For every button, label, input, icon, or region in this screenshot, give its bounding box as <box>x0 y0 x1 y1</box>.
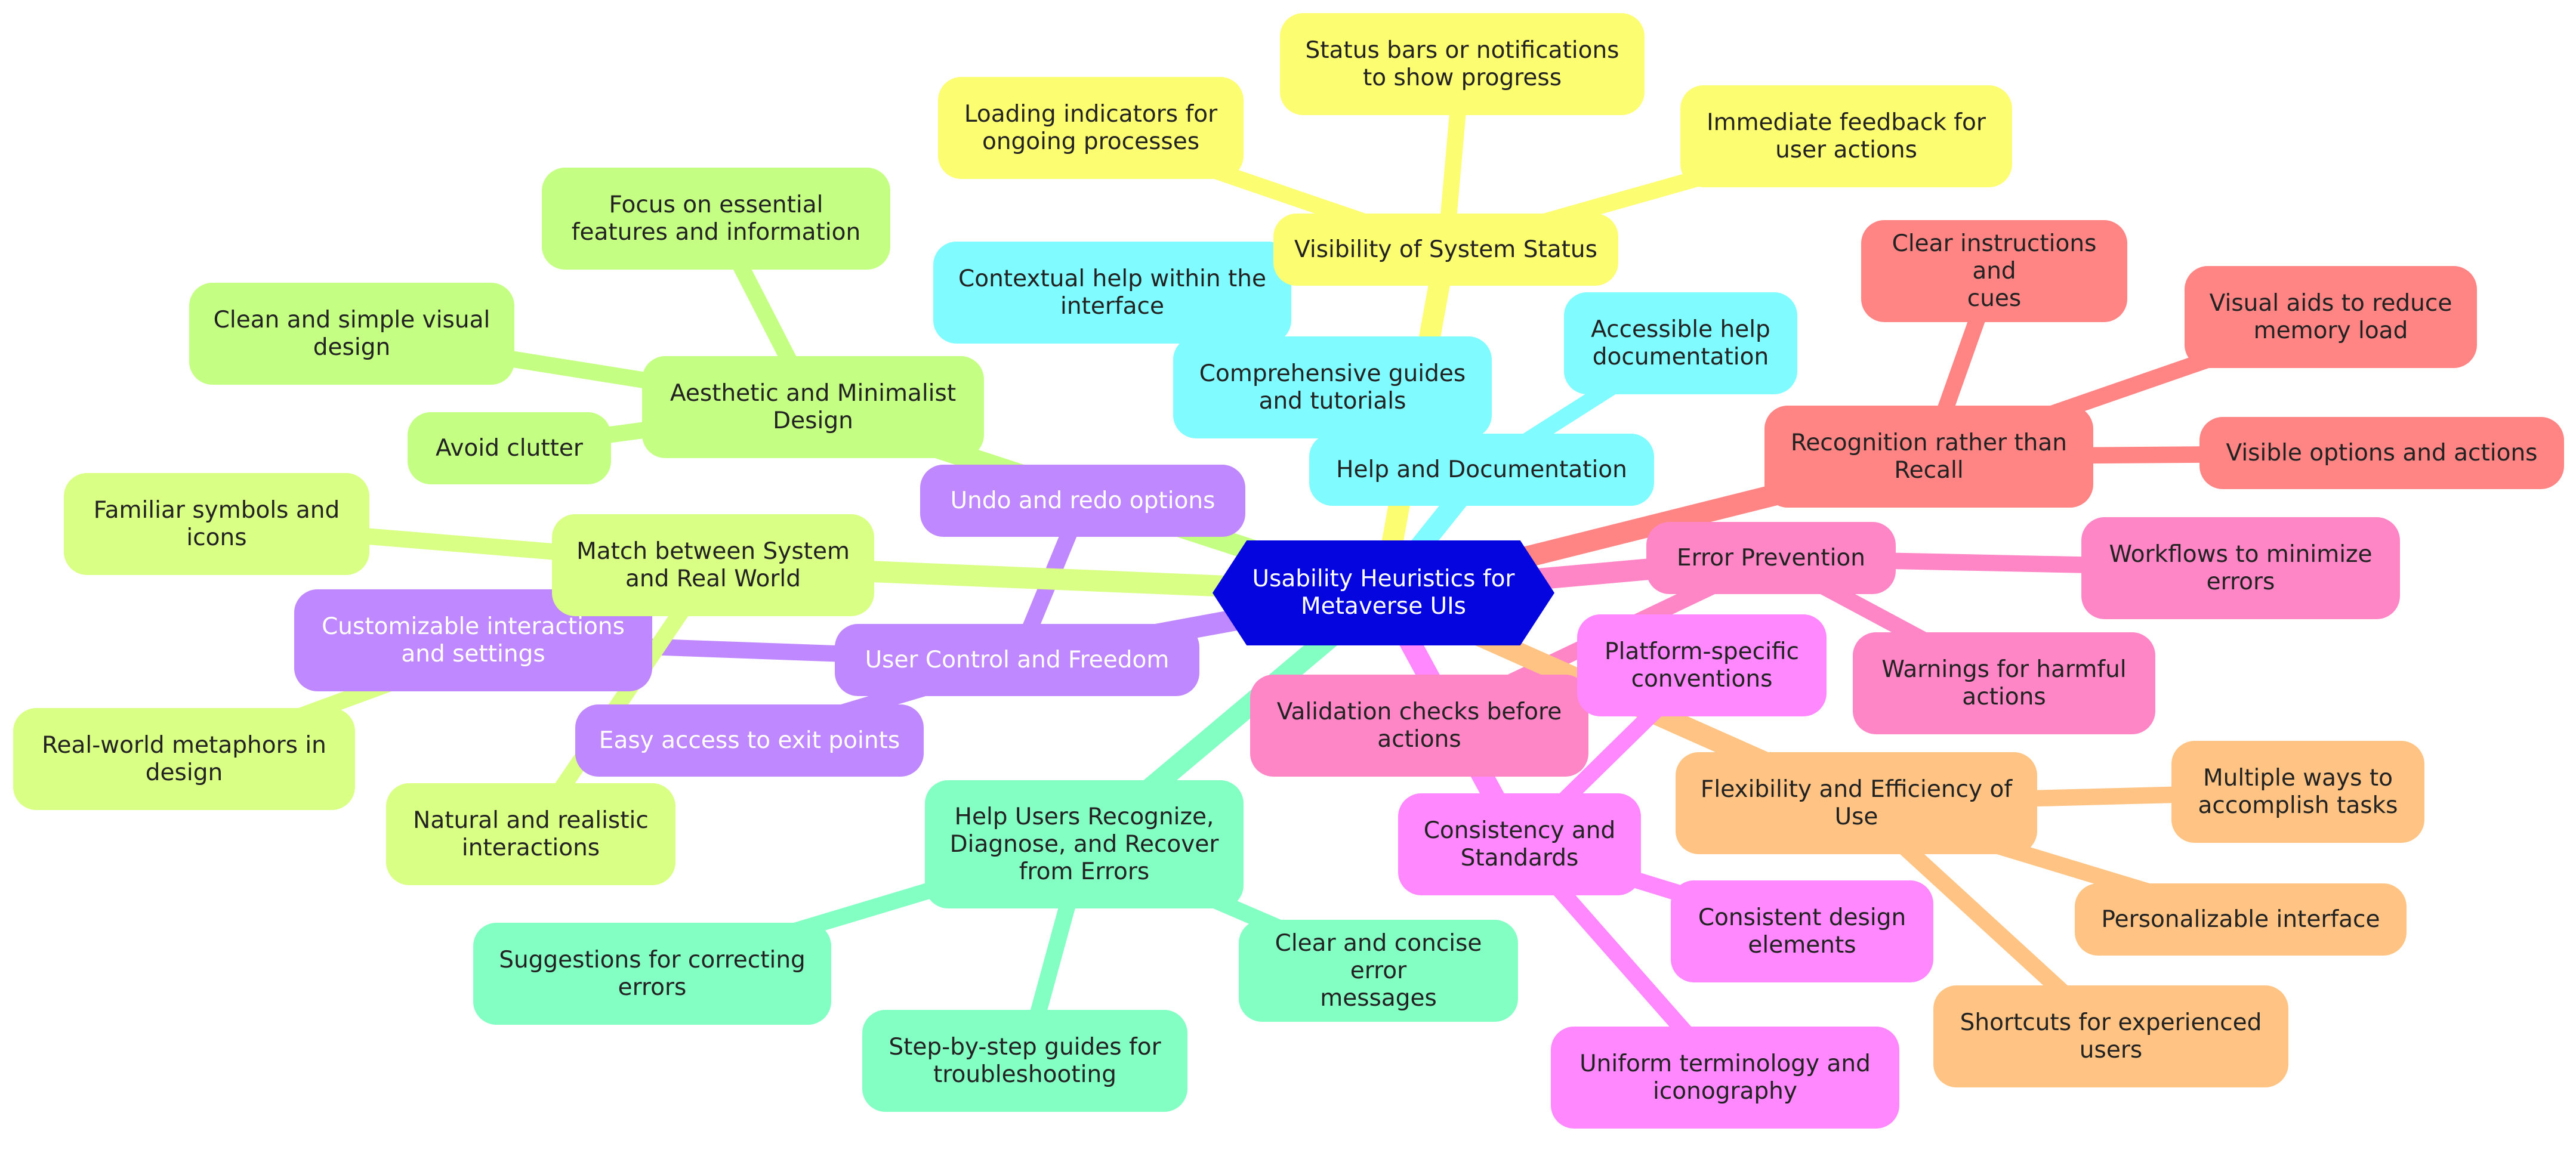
branch-recognition: Recognition rather than Recall <box>1764 406 2093 508</box>
visibility-leaf-0-label: Status bars or notifications to show pro… <box>1305 36 1619 91</box>
recognition-leaf-0-label: Clear instructions and cues <box>1892 230 2097 312</box>
flexibility-leaf-1: Personalizable interface <box>2075 883 2407 956</box>
recognition-leaf-2: Visible options and actions <box>2199 417 2564 489</box>
aesthetic-leaf-0: Focus on essential features and informat… <box>542 168 890 270</box>
flexibility-leaf-2-label: Shortcuts for experienced users <box>1960 1009 2262 1064</box>
consistency-leaf-1: Consistent design elements <box>1671 880 1933 982</box>
branch-consistency: Consistency and Standards <box>1398 793 1641 895</box>
branch-control: User Control and Freedom <box>835 624 1199 696</box>
branch-recover-label: Help Users Recognize, Diagnose, and Reco… <box>949 803 1219 885</box>
visibility-leaf-1: Loading indicators for ongoing processes <box>938 77 1244 179</box>
control-leaf-2: Easy access to exit points <box>575 704 924 777</box>
help-leaf-0-label: Contextual help within the interface <box>958 265 1267 320</box>
help-leaf-1-label: Comprehensive guides and tutorials <box>1199 360 1466 415</box>
error-prevention-leaf-1-label: Warnings for harmful actions <box>1881 656 2127 710</box>
aesthetic-leaf-0-label: Focus on essential features and informat… <box>571 191 861 246</box>
error-prevention-leaf-1: Warnings for harmful actions <box>1853 632 2155 734</box>
match-leaf-2-label: Natural and realistic interactions <box>413 806 649 861</box>
branch-match: Match between System and Real World <box>552 514 874 616</box>
aesthetic-leaf-2-label: Avoid clutter <box>436 434 583 462</box>
branch-control-label: User Control and Freedom <box>865 646 1170 673</box>
consistency-leaf-0: Platform-specific conventions <box>1577 614 1827 716</box>
control-leaf-0: Undo and redo options <box>920 465 1245 537</box>
match-leaf-1: Real-world metaphors in design <box>13 708 355 810</box>
root-node: Usability Heuristics for Metaverse UIs <box>1213 540 1554 645</box>
flexibility-leaf-0: Multiple ways to accomplish tasks <box>2171 741 2424 843</box>
match-leaf-0-label: Familiar symbols and icons <box>93 496 340 551</box>
branch-consistency-label: Consistency and Standards <box>1423 817 1616 871</box>
branch-recognition-label: Recognition rather than Recall <box>1790 429 2068 484</box>
aesthetic-leaf-2: Avoid clutter <box>408 412 611 484</box>
match-leaf-1-label: Real-world metaphors in design <box>42 731 326 786</box>
branch-aesthetic: Aesthetic and Minimalist Design <box>642 356 984 458</box>
visibility-leaf-1-label: Loading indicators for ongoing processes <box>964 100 1218 155</box>
recover-leaf-2-label: Clear and concise error messages <box>1275 929 1482 1012</box>
help-leaf-1: Comprehensive guides and tutorials <box>1173 336 1492 438</box>
match-leaf-2: Natural and realistic interactions <box>386 783 675 885</box>
control-leaf-1-label: Customizable interactions and settings <box>322 613 625 667</box>
branch-aesthetic-label: Aesthetic and Minimalist Design <box>670 379 957 434</box>
visibility-leaf-2-label: Immediate feedback for user actions <box>1707 109 1986 163</box>
recover-leaf-2: Clear and concise error messages <box>1239 920 1518 1022</box>
visibility-leaf-0: Status bars or notifications to show pro… <box>1280 13 1645 115</box>
branch-match-label: Match between System and Real World <box>576 537 850 592</box>
branch-visibility-label: Visibility of System Status <box>1294 236 1597 263</box>
branch-help-label: Help and Documentation <box>1336 456 1627 483</box>
branch-error-prevention: Error Prevention <box>1646 522 1896 594</box>
control-leaf-0-label: Undo and redo options <box>950 487 1215 514</box>
error-prevention-leaf-2-label: Validation checks before actions <box>1276 698 1562 753</box>
recognition-leaf-0: Clear instructions and cues <box>1861 220 2127 322</box>
flexibility-leaf-0-label: Multiple ways to accomplish tasks <box>2198 764 2398 819</box>
help-leaf-0: Contextual help within the interface <box>933 242 1291 344</box>
consistency-leaf-2: Uniform terminology and iconography <box>1551 1027 1899 1129</box>
branch-error-prevention-label: Error Prevention <box>1677 544 1865 571</box>
recover-leaf-1: Step-by-step guides for troubleshooting <box>862 1010 1187 1112</box>
branch-flexibility-label: Flexibility and Efficiency of Use <box>1700 775 2013 830</box>
root-label: Usability Heuristics for Metaverse UIs <box>1252 565 1515 620</box>
recover-leaf-0-label: Suggestions for correcting errors <box>499 946 806 1001</box>
visibility-leaf-2: Immediate feedback for user actions <box>1680 85 2012 187</box>
branch-visibility: Visibility of System Status <box>1273 214 1618 286</box>
recover-leaf-0: Suggestions for correcting errors <box>473 923 831 1025</box>
branch-help: Help and Documentation <box>1309 434 1654 506</box>
recognition-leaf-1-label: Visual aids to reduce memory load <box>2209 289 2452 344</box>
consistency-leaf-0-label: Platform-specific conventions <box>1605 638 1799 693</box>
consistency-leaf-1-label: Consistent design elements <box>1698 904 1906 959</box>
help-leaf-2-label: Accessible help documentation <box>1591 316 1770 370</box>
error-prevention-leaf-0: Workflows to minimize errors <box>2081 517 2400 619</box>
recover-leaf-1-label: Step-by-step guides for troubleshooting <box>889 1033 1161 1088</box>
control-leaf-2-label: Easy access to exit points <box>599 727 900 754</box>
flexibility-leaf-2: Shortcuts for experienced users <box>1933 985 2288 1087</box>
error-prevention-leaf-2: Validation checks before actions <box>1250 675 1588 777</box>
branch-recover: Help Users Recognize, Diagnose, and Reco… <box>925 780 1244 908</box>
help-leaf-2: Accessible help documentation <box>1564 292 1797 394</box>
consistency-leaf-2-label: Uniform terminology and iconography <box>1579 1050 1871 1105</box>
branch-flexibility: Flexibility and Efficiency of Use <box>1676 752 2037 854</box>
recognition-leaf-1: Visual aids to reduce memory load <box>2185 266 2477 368</box>
recognition-leaf-2-label: Visible options and actions <box>2226 439 2538 466</box>
flexibility-leaf-1-label: Personalizable interface <box>2101 905 2380 933</box>
aesthetic-leaf-1-label: Clean and simple visual design <box>213 306 490 361</box>
error-prevention-leaf-0-label: Workflows to minimize errors <box>2109 540 2373 595</box>
aesthetic-leaf-1: Clean and simple visual design <box>189 283 514 385</box>
match-leaf-0: Familiar symbols and icons <box>64 473 369 575</box>
